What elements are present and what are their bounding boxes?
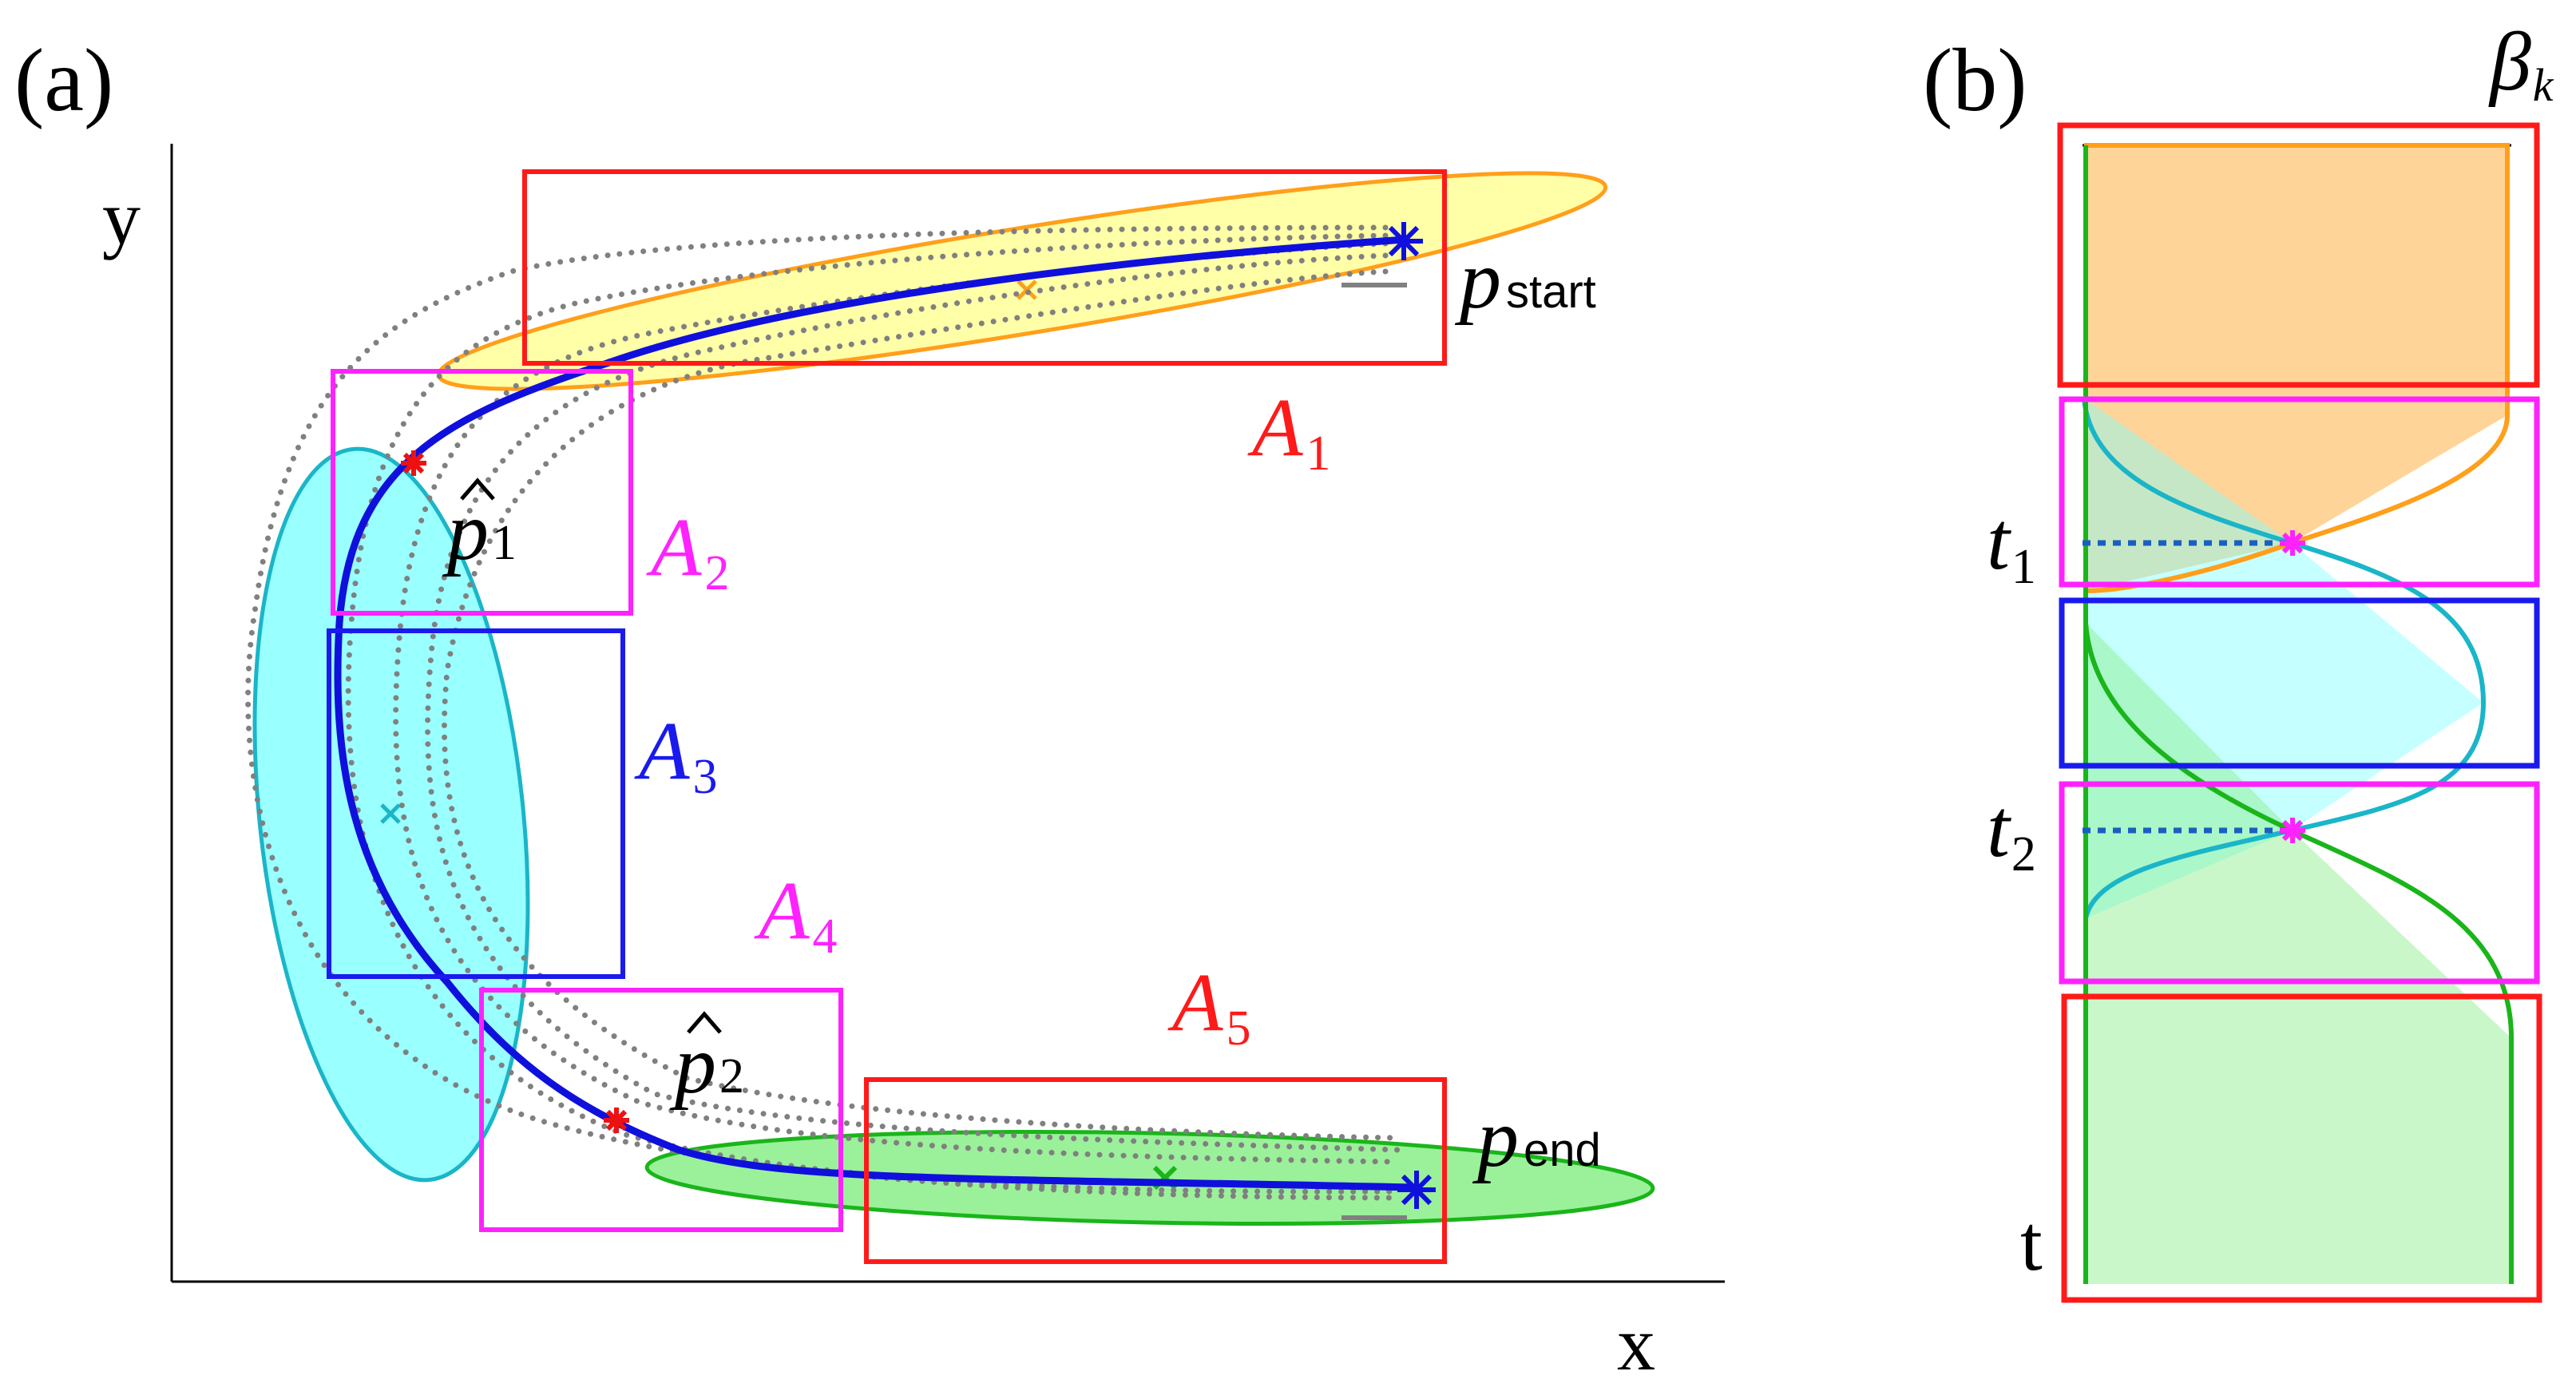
p-start-base: p: [1454, 234, 1501, 326]
fan-orange: [2086, 145, 2507, 591]
p-hat-1-hat: [460, 478, 495, 501]
p-hat-1-base: p: [442, 485, 489, 577]
p-hat-2-sub: 2: [719, 1049, 744, 1104]
region-a5-base: A: [1167, 957, 1223, 1048]
p-hat-2-base: p: [669, 1019, 716, 1111]
region-a5-sub: 5: [1227, 1001, 1251, 1056]
region-a2-base: A: [646, 501, 702, 593]
t2-label: t2: [1987, 783, 2036, 882]
region-a4-box: [479, 988, 843, 1232]
switch-point-2-marker: [2280, 818, 2305, 843]
panel-b-label: (b): [1923, 31, 2027, 130]
fan-cyan: [2086, 399, 2483, 918]
region-a3-sub: 3: [693, 750, 718, 804]
region-a5-label: A5: [1167, 957, 1251, 1056]
center-cross-middle: [380, 803, 401, 824]
via-point-2-marker: [604, 1108, 629, 1133]
region-a4-base: A: [754, 865, 810, 957]
p-hat-1-sub: 1: [492, 516, 517, 570]
x-axis-label: x: [1617, 1301, 1655, 1386]
end-point-marker: [1397, 1171, 1436, 1209]
region-a1-box: [522, 169, 1447, 366]
reproduced-trajectory: [334, 236, 1416, 1191]
p-end-sub: end: [1524, 1124, 1601, 1176]
beta-k-label: βk: [2488, 16, 2554, 111]
t2-sub: 2: [2011, 827, 2036, 882]
p-hat-2-hat: [687, 1011, 722, 1034]
region-a2-label: A2: [646, 501, 730, 600]
phase-box-1: [2057, 122, 2540, 388]
phase-box-2: [2059, 396, 2540, 588]
p-start-sub: start: [1506, 266, 1596, 318]
activation-fans: [2086, 145, 2511, 1284]
t1-sub: 1: [2011, 540, 2036, 594]
region-a1-base: A: [1247, 382, 1303, 474]
y-axis-label: y: [102, 175, 141, 260]
region-a5-box: [864, 1077, 1447, 1264]
switch-point-1-marker: [2280, 530, 2305, 556]
t1-base: t: [1987, 495, 2011, 587]
region-a2-box: [331, 369, 633, 616]
beta-k-base: β: [2488, 16, 2531, 108]
activation-curve-cyan: [2082, 398, 2487, 919]
panel-b: (b) βk t1: [1923, 16, 2554, 1303]
beta-k-sub: k: [2533, 59, 2554, 111]
p-hat-2-label: p2: [669, 1019, 744, 1111]
region-a4-sub: 4: [813, 910, 838, 964]
region-a3-box: [327, 628, 625, 979]
region-a4-label: A4: [754, 865, 838, 964]
region-a2-sub: 2: [705, 546, 730, 600]
via-point-1-marker: [401, 450, 426, 476]
p-end-base: p: [1472, 1092, 1519, 1184]
region-a1-label: A1: [1247, 382, 1331, 481]
region-a1-sub: 1: [1306, 426, 1331, 481]
phase-box-3: [2059, 597, 2540, 769]
start-point-marker: [1385, 222, 1423, 260]
region-a3-label: A3: [634, 705, 718, 804]
region-a3-base: A: [634, 705, 690, 797]
panel-a-label: (a): [14, 31, 113, 130]
t2-base: t: [1987, 783, 2011, 874]
phase-box-5: [2061, 993, 2542, 1303]
t1-label: t1: [1987, 495, 2036, 594]
gaussian-ellipse-end: [644, 1129, 1655, 1227]
t-axis-label: t: [2020, 1199, 2043, 1287]
fan-green: [2086, 623, 2511, 1284]
p-hat-1-label: p1: [442, 485, 517, 577]
phase-box-4: [2059, 781, 2540, 985]
